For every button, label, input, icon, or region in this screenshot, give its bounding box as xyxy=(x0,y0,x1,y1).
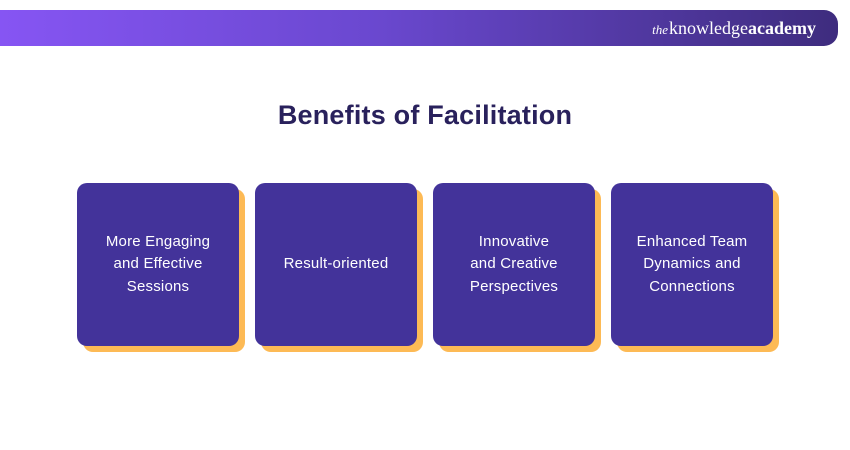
benefit-card-team-dynamics: Enhanced Team Dynamics and Connections xyxy=(611,183,773,346)
benefit-card-label: Enhanced Team Dynamics and Connections xyxy=(636,233,748,295)
benefit-cards-row: More Engaging and Effective Sessions Res… xyxy=(77,183,773,346)
benefit-card-engaging-sessions: More Engaging and Effective Sessions xyxy=(77,183,239,346)
benefit-card-innovative-perspectives: Innovative and Creative Perspectives xyxy=(433,183,595,346)
page-title: Benefits of Facilitation xyxy=(277,100,573,130)
benefit-card-label: Result-oriented xyxy=(283,255,389,273)
benefit-card-result-oriented: Result-oriented xyxy=(255,183,417,346)
benefit-card-label: Innovative and Creative Perspectives xyxy=(469,233,559,295)
logo-the: the xyxy=(652,22,669,37)
brand-logo: theknowledgeacademy xyxy=(652,19,816,37)
benefit-card-label: More Engaging and Effective Sessions xyxy=(105,233,211,295)
logo-knowledge: knowledge xyxy=(669,18,749,38)
logo-academy: academy xyxy=(748,18,816,38)
header-bar: theknowledgeacademy xyxy=(0,10,838,46)
